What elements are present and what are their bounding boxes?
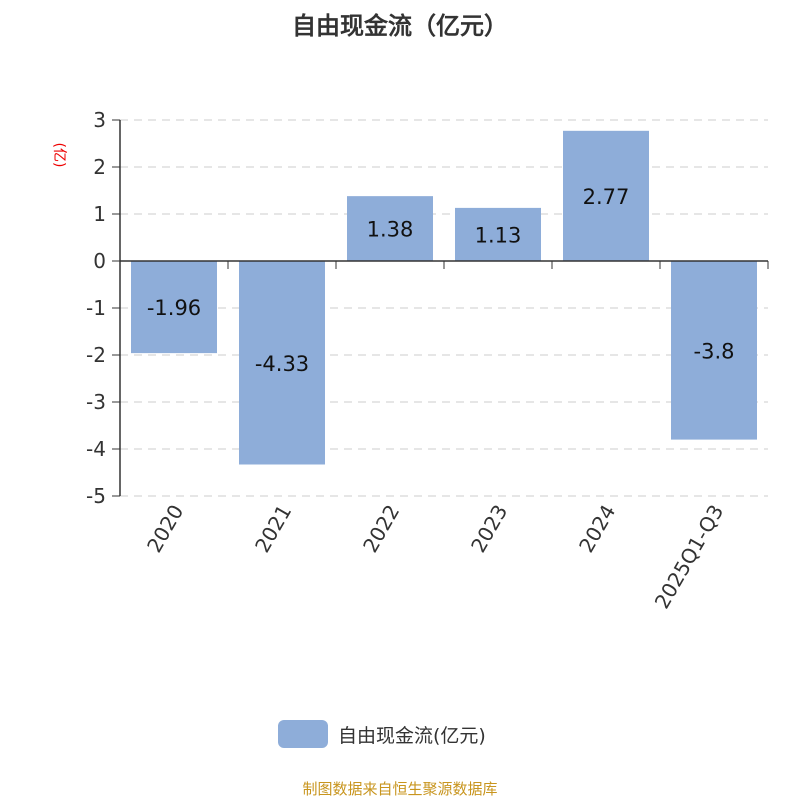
x-tick-label: 2020 bbox=[142, 501, 188, 557]
y-tick-label: 3 bbox=[93, 108, 106, 132]
source-note: 制图数据来自恒生聚源数据库 bbox=[302, 780, 498, 798]
y-tick-label: -1 bbox=[86, 296, 106, 320]
data-label: 1.38 bbox=[367, 218, 414, 242]
x-tick-label: 2025Q1-Q3 bbox=[650, 501, 729, 613]
chart-title: 自由现金流（亿元） bbox=[292, 12, 508, 40]
y-axis-label: (亿) bbox=[51, 143, 67, 168]
y-tick-label: -4 bbox=[86, 437, 106, 461]
x-tick-label: 2022 bbox=[358, 501, 404, 557]
legend-swatch bbox=[278, 720, 328, 748]
data-label: -4.33 bbox=[255, 352, 309, 376]
data-label: -1.96 bbox=[147, 296, 201, 320]
y-tick-label: 2 bbox=[93, 155, 106, 179]
data-label: 1.13 bbox=[475, 223, 522, 247]
bar bbox=[347, 196, 433, 261]
legend-item[interactable]: 自由现金流(亿元) bbox=[278, 720, 486, 748]
bar bbox=[239, 261, 325, 465]
y-tick-label: 0 bbox=[93, 249, 106, 273]
y-tick-label: -2 bbox=[86, 343, 106, 367]
y-tick-label: -5 bbox=[86, 484, 106, 508]
legend-label: 自由现金流(亿元) bbox=[338, 724, 486, 747]
x-tick-label: 2024 bbox=[574, 501, 620, 557]
data-label: 2.77 bbox=[583, 185, 630, 209]
bar bbox=[455, 207, 541, 261]
bar bbox=[563, 130, 649, 261]
x-tick-label: 2023 bbox=[466, 501, 512, 557]
x-tick-label: 2021 bbox=[250, 501, 296, 557]
data-label: -3.8 bbox=[694, 339, 735, 363]
y-tick-label: -3 bbox=[86, 390, 106, 414]
bar bbox=[131, 261, 217, 354]
bar bbox=[671, 261, 757, 440]
y-tick-label: 1 bbox=[93, 202, 106, 226]
